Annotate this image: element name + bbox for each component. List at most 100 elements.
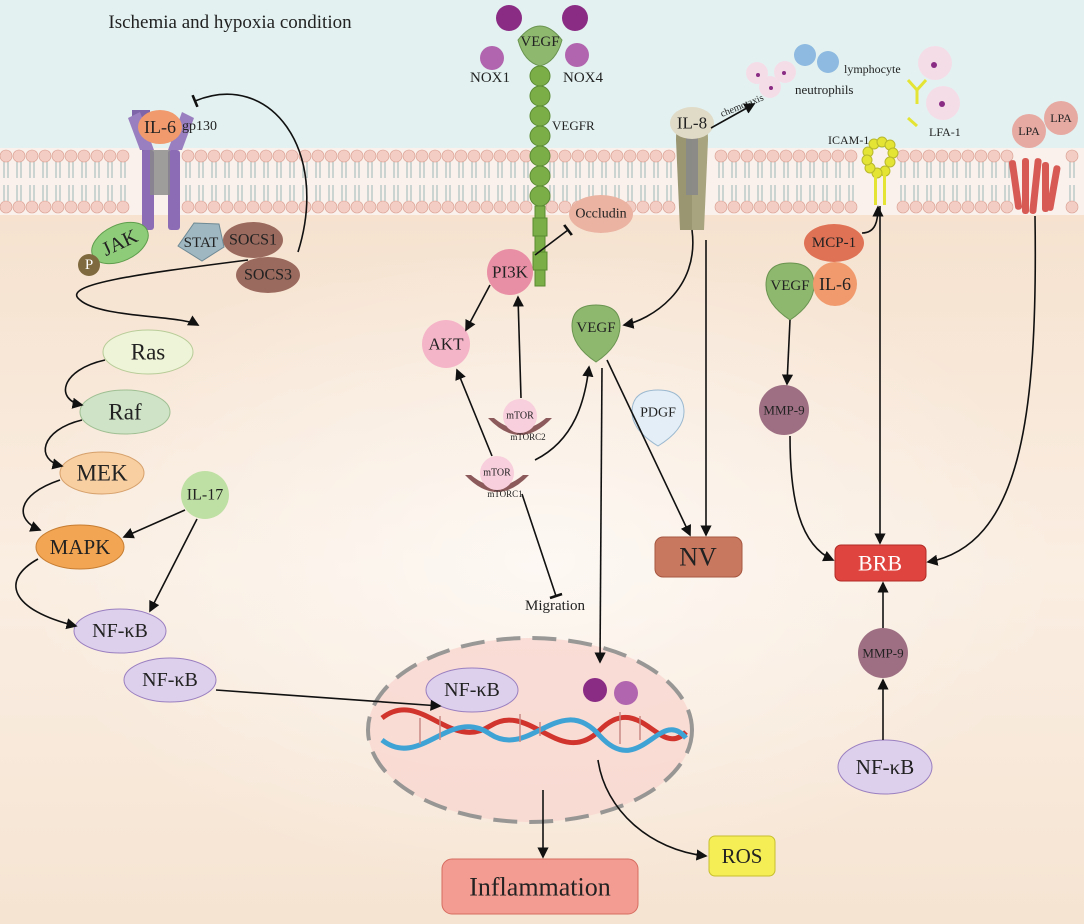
lipid-head <box>259 149 273 163</box>
mmp9-node-1: MMP-9 <box>759 385 809 435</box>
lipid-tail <box>354 185 360 201</box>
lipid-tail <box>406 162 412 178</box>
lipid-head <box>454 149 468 163</box>
svg-text:Inflammation: Inflammation <box>469 873 611 902</box>
vegf-top-label: VEGF <box>520 34 559 50</box>
lipid-head <box>1000 200 1014 214</box>
svg-text:mTORC1: mTORC1 <box>487 489 522 499</box>
lipid-head <box>64 200 78 214</box>
lipid-head <box>259 200 273 214</box>
svg-text:LPA: LPA <box>1050 111 1072 125</box>
lipid-tail <box>991 185 997 201</box>
lipid-tail <box>81 162 87 178</box>
lipid-head <box>25 200 39 214</box>
lipid-head <box>636 200 650 214</box>
lipid-tail <box>224 162 230 178</box>
lipid-tail <box>510 185 516 201</box>
lipid-head <box>896 200 910 214</box>
lipid-head <box>181 200 195 214</box>
lipid-tail <box>393 162 399 178</box>
svg-text:PDGF: PDGF <box>640 406 676 421</box>
lipid-tail <box>458 185 464 201</box>
lipid-tail <box>627 185 633 201</box>
mcp1-node: MCP-1 <box>804 224 864 262</box>
lipid-tail <box>471 162 477 178</box>
lipid-tail <box>42 162 48 178</box>
lipid-tail <box>978 162 984 178</box>
lipid-head <box>909 149 923 163</box>
lipid-tail <box>289 162 295 178</box>
svg-text:STAT: STAT <box>184 235 219 251</box>
lipid-tail <box>328 185 334 201</box>
lipid-tail <box>952 162 958 178</box>
lipid-tail <box>419 162 425 178</box>
lipid-tail <box>263 185 269 201</box>
lipid-tail <box>1069 185 1075 201</box>
mek-node: MEK <box>59 451 145 495</box>
nfkb-node-1: NF-κB <box>73 608 167 654</box>
lipid-tail <box>978 185 984 201</box>
lipid-head <box>818 149 832 163</box>
lipid-head <box>220 149 234 163</box>
lipid-head <box>116 149 130 163</box>
pi3k-node: PI3K <box>487 249 533 295</box>
il6-label: IL-6 <box>144 117 176 137</box>
lipid-head <box>181 149 195 163</box>
lipid-head <box>441 200 455 214</box>
vegfr-label: VEGFR <box>552 118 595 133</box>
lipid-tail <box>731 162 737 178</box>
svg-text:VEGF: VEGF <box>576 320 615 336</box>
lipid-tail <box>523 185 529 201</box>
lipid-head <box>961 200 975 214</box>
lipid-head <box>77 200 91 214</box>
lipid-head <box>1000 149 1014 163</box>
lipid-head <box>207 200 221 214</box>
lipid-head <box>987 200 1001 214</box>
lipid-tail <box>29 162 35 178</box>
lipid-tail <box>393 185 399 201</box>
lipid-head <box>948 149 962 163</box>
lipid-tail <box>445 185 451 201</box>
lipid-tail <box>575 162 581 178</box>
lipid-head <box>909 200 923 214</box>
lipid-tail <box>263 162 269 178</box>
lipid-tail <box>497 185 503 201</box>
lipid-head <box>324 200 338 214</box>
raf-node: Raf <box>79 389 171 435</box>
lipid-tail <box>198 162 204 178</box>
lipid-tail <box>367 162 373 178</box>
svg-text:MEK: MEK <box>76 461 128 486</box>
lipid-tail <box>783 162 789 178</box>
lipid-head <box>818 200 832 214</box>
svg-text:VEGF: VEGF <box>770 278 809 294</box>
lipid-tail <box>224 185 230 201</box>
lipid-head <box>844 149 858 163</box>
lipid-head <box>363 149 377 163</box>
lipid-head <box>662 149 676 163</box>
svg-text:Occludin: Occludin <box>575 207 626 222</box>
lipid-head <box>25 149 39 163</box>
lipid-head <box>90 200 104 214</box>
lipid-tail <box>1069 162 1075 178</box>
lipid-head <box>831 149 845 163</box>
lipid-tail <box>445 162 451 178</box>
lipid-tail <box>341 162 347 178</box>
brb-node: BRB <box>834 544 927 582</box>
lipid-head <box>558 200 572 214</box>
lipid-head <box>415 149 429 163</box>
lipid-tail <box>68 162 74 178</box>
svg-text:IL-8: IL-8 <box>677 114 707 133</box>
lipid-tail <box>16 162 22 178</box>
lipid-head <box>493 149 507 163</box>
nfkb-right-node: NF-κB <box>837 739 933 795</box>
lpa-receptor-complex: LPA LPA <box>1008 101 1078 214</box>
lipid-tail <box>822 185 828 201</box>
occludin-node: Occludin <box>569 195 633 233</box>
lipid-tail <box>640 162 646 178</box>
lipid-tail <box>3 185 9 201</box>
lipid-head <box>740 149 754 163</box>
lipid-tail <box>718 185 724 201</box>
lipid-tail <box>94 162 100 178</box>
svg-text:PI3K: PI3K <box>492 263 529 282</box>
lipid-head <box>376 149 390 163</box>
